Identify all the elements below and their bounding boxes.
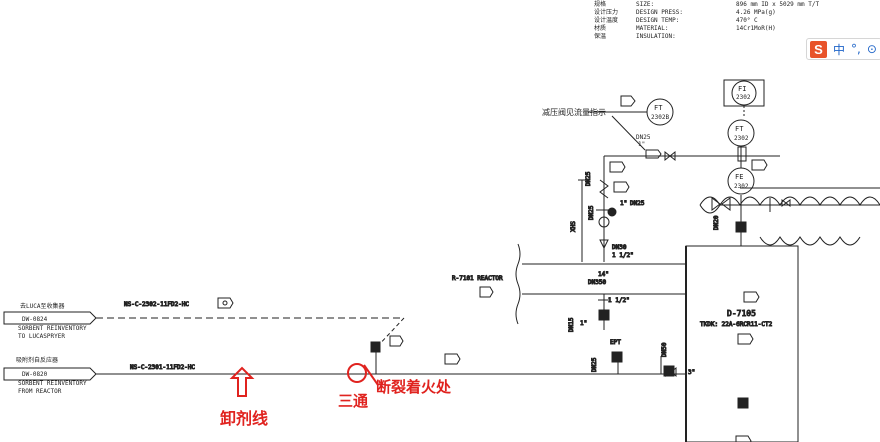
svg-text:TO LUCASPRYER: TO LUCASPRYER [18,333,65,340]
vessel-tag: D-7105 [727,309,756,318]
bottom-line-code: NS-C-2301-11FD2-HC [130,364,195,371]
svg-text:2302: 2302 [734,183,749,190]
spec-value: 896 mm ID x 5029 mm T/T [736,1,819,8]
ft-left-instrument: FT 2302B 减压阀见流量指示 [542,95,674,151]
reactor-line-label: R-7101 REACTOR [452,275,503,282]
spec-label-cn: 材质 [594,24,606,32]
svg-text:DW-0820: DW-0820 [22,371,48,378]
callout-markers [217,159,768,442]
svg-text:DN20: DN20 [713,215,720,230]
ime-punct-button[interactable]: °, [851,42,861,56]
spec-label-en: SIZE: [636,1,654,8]
left-box-upper: 去LUCA至收集器 DW-0824 SORBENT REINVENTORY TO… [3,302,97,340]
svg-text:吸附剂自反应器: 吸附剂自反应器 [16,356,58,364]
fi-tag: 2302 [736,94,751,101]
ime-mode-button[interactable]: 中 [833,42,846,57]
svg-text:DN25: DN25 [585,171,592,186]
spec-value: 4.26 MPa(g) [736,9,776,16]
svg-text:3": 3" [688,369,695,376]
riser-line: DN30 1 1/2" DN25 XHS DN25 1" DN25 [570,156,645,262]
sogou-logo-icon[interactable]: S [810,40,827,58]
left-box-lower: 吸附剂自反应器 DW-0820 SORBENT REINVENTORY FROM… [3,356,97,395]
spec-label-en: DESIGN TEMP: [636,17,679,24]
ime-skin-icon[interactable]: ⊙ [866,42,877,56]
svg-text:FT: FT [735,125,744,133]
flow-note: 减压阀见流量指示 [542,107,606,117]
svg-text:1": 1" [638,141,645,148]
svg-text:FE: FE [735,173,743,181]
red-callouts: 卸剂线 三通 断裂着火处 [220,363,452,428]
svg-text:DN25: DN25 [630,200,645,207]
svg-text:2302: 2302 [734,135,749,142]
up-arrow-icon [229,366,255,397]
fe-instrument: FE 2302 [727,146,755,195]
spec-label-cn: 规格 [594,0,606,8]
spec-label-en: MATERIAL: [636,25,669,32]
top-process-line: DN25 1" [604,134,780,162]
ft-instrument: FT 2302 [727,119,755,147]
svg-text:EPT: EPT [610,339,621,346]
fracture-fire-label: 断裂着火处 [376,378,452,396]
spec-label-cn: 设计温度 [594,16,618,24]
svg-text:DN25: DN25 [591,357,598,372]
svg-text:XHS: XHS [570,221,577,232]
fi-label: FI [738,85,746,93]
svg-text:2302B: 2302B [651,114,669,121]
ime-toolbar[interactable]: S 中 °, ⊙ [806,38,880,60]
top-line-code: NS-C-2302-11FD2-HC [124,301,189,308]
svg-text:1": 1" [580,320,587,327]
svg-text:14": 14" [598,271,609,278]
svg-text:DN25: DN25 [588,205,595,220]
svg-text:DN15: DN15 [568,317,575,332]
svg-text:FT: FT [654,104,663,112]
small-devices [370,221,749,409]
spec-label-cn: 设计压力 [594,8,618,16]
spec-value: 14Cr1MoR(H) [736,25,776,32]
svg-text:SORBENT REINVENTORY: SORBENT REINVENTORY [18,380,87,387]
unload-line-label: 卸剂线 [220,409,268,428]
spec-block: 规格 设计压力 设计温度 材质 保温 SIZE: DESIGN PRESS: D… [594,0,819,40]
svg-text:FROM REACTOR: FROM REACTOR [18,388,62,395]
tee-circle [347,363,367,383]
tee-label: 三通 [338,392,368,410]
spec-value: 470° C [736,17,758,24]
svg-text:DW-0824: DW-0824 [22,316,48,323]
fi-instrument: FI 2302 [723,79,765,118]
bottom-unload-line: NS-C-2301-11FD2-HC EPT 3" DN50 DN25 [96,339,696,378]
vessel-spec: TKDK: 22A-6RCR11-CT2 [700,321,773,328]
svg-text:去LUCA至收集器: 去LUCA至收集器 [20,302,64,310]
svg-text:SORBENT REINVENTORY: SORBENT REINVENTORY [18,325,87,332]
insulation-line [699,187,880,246]
svg-text:DN350: DN350 [588,279,606,286]
svg-text:1": 1" [620,200,627,207]
spec-label-en: INSULATION: [636,33,676,40]
vessel-d7105: D-7105 TKDK: 22A-6RCR11-CT2 DN20 [685,195,799,442]
svg-text:1 1/2": 1 1/2" [608,297,630,304]
svg-text:1 1/2": 1 1/2" [612,252,634,259]
svg-text:DN30: DN30 [612,244,627,251]
reactor-pipe: R-7101 REACTOR DN350 14" 1 1/2" DN15 1" [452,243,686,333]
spec-label-en: DESIGN PRESS: [636,9,683,16]
svg-text:DN25: DN25 [636,134,651,141]
svg-text:DN50: DN50 [661,342,668,357]
spec-label-cn: 保温 [594,32,606,40]
